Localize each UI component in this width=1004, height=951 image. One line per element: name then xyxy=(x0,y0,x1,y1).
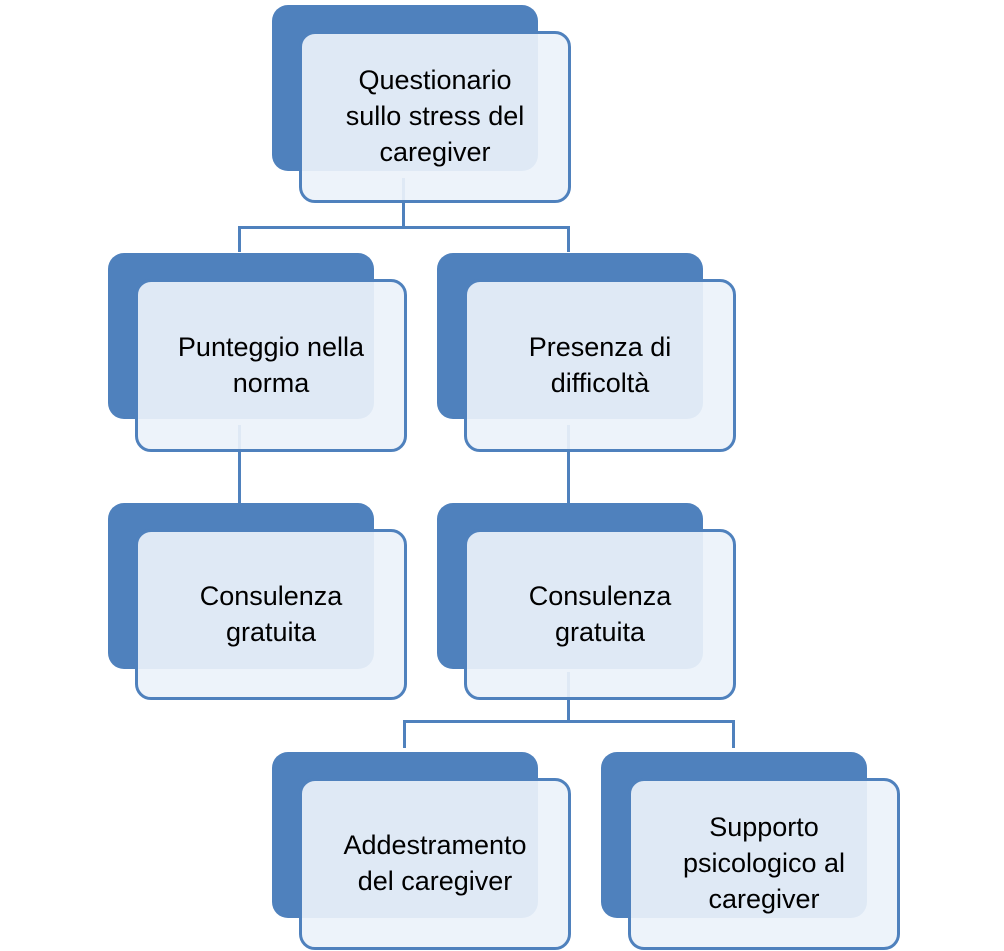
connector-root-down xyxy=(402,178,405,228)
node-difficulties-card: Presenza di difficoltà xyxy=(464,279,736,452)
node-support-label: Supporto psicologico al caregiver xyxy=(682,812,846,914)
connector-level2-bar xyxy=(238,226,570,229)
node-training-card: Addestramento del caregiver xyxy=(299,778,571,950)
connector-normal-to-consult xyxy=(238,425,241,505)
node-consult-right-card: Consulenza gratuita xyxy=(464,529,736,700)
connector-to-normal-score xyxy=(238,226,241,252)
connector-to-difficulties xyxy=(567,226,570,252)
connector-to-training xyxy=(403,720,406,748)
node-consult-left-label: Consulenza gratuita xyxy=(199,580,343,647)
connector-difficulties-to-consult xyxy=(567,425,570,505)
node-training-label: Addestramento del caregiver xyxy=(343,830,527,896)
connector-to-support xyxy=(732,720,735,748)
node-consult-right-label: Consulenza gratuita xyxy=(528,580,672,647)
node-difficulties-label: Presenza di difficoltà xyxy=(528,331,672,398)
node-root-label: Questionario sullo stress del caregiver xyxy=(345,65,525,167)
node-normal-score-card: Punteggio nella norma xyxy=(135,279,407,452)
node-normal-score-label: Punteggio nella norma xyxy=(177,331,365,398)
node-consult-left-card: Consulenza gratuita xyxy=(135,529,407,700)
node-support-card: Supporto psicologico al caregiver xyxy=(628,778,900,950)
connector-level4-bar xyxy=(403,720,735,723)
node-root-card: Questionario sullo stress del caregiver xyxy=(299,31,571,203)
